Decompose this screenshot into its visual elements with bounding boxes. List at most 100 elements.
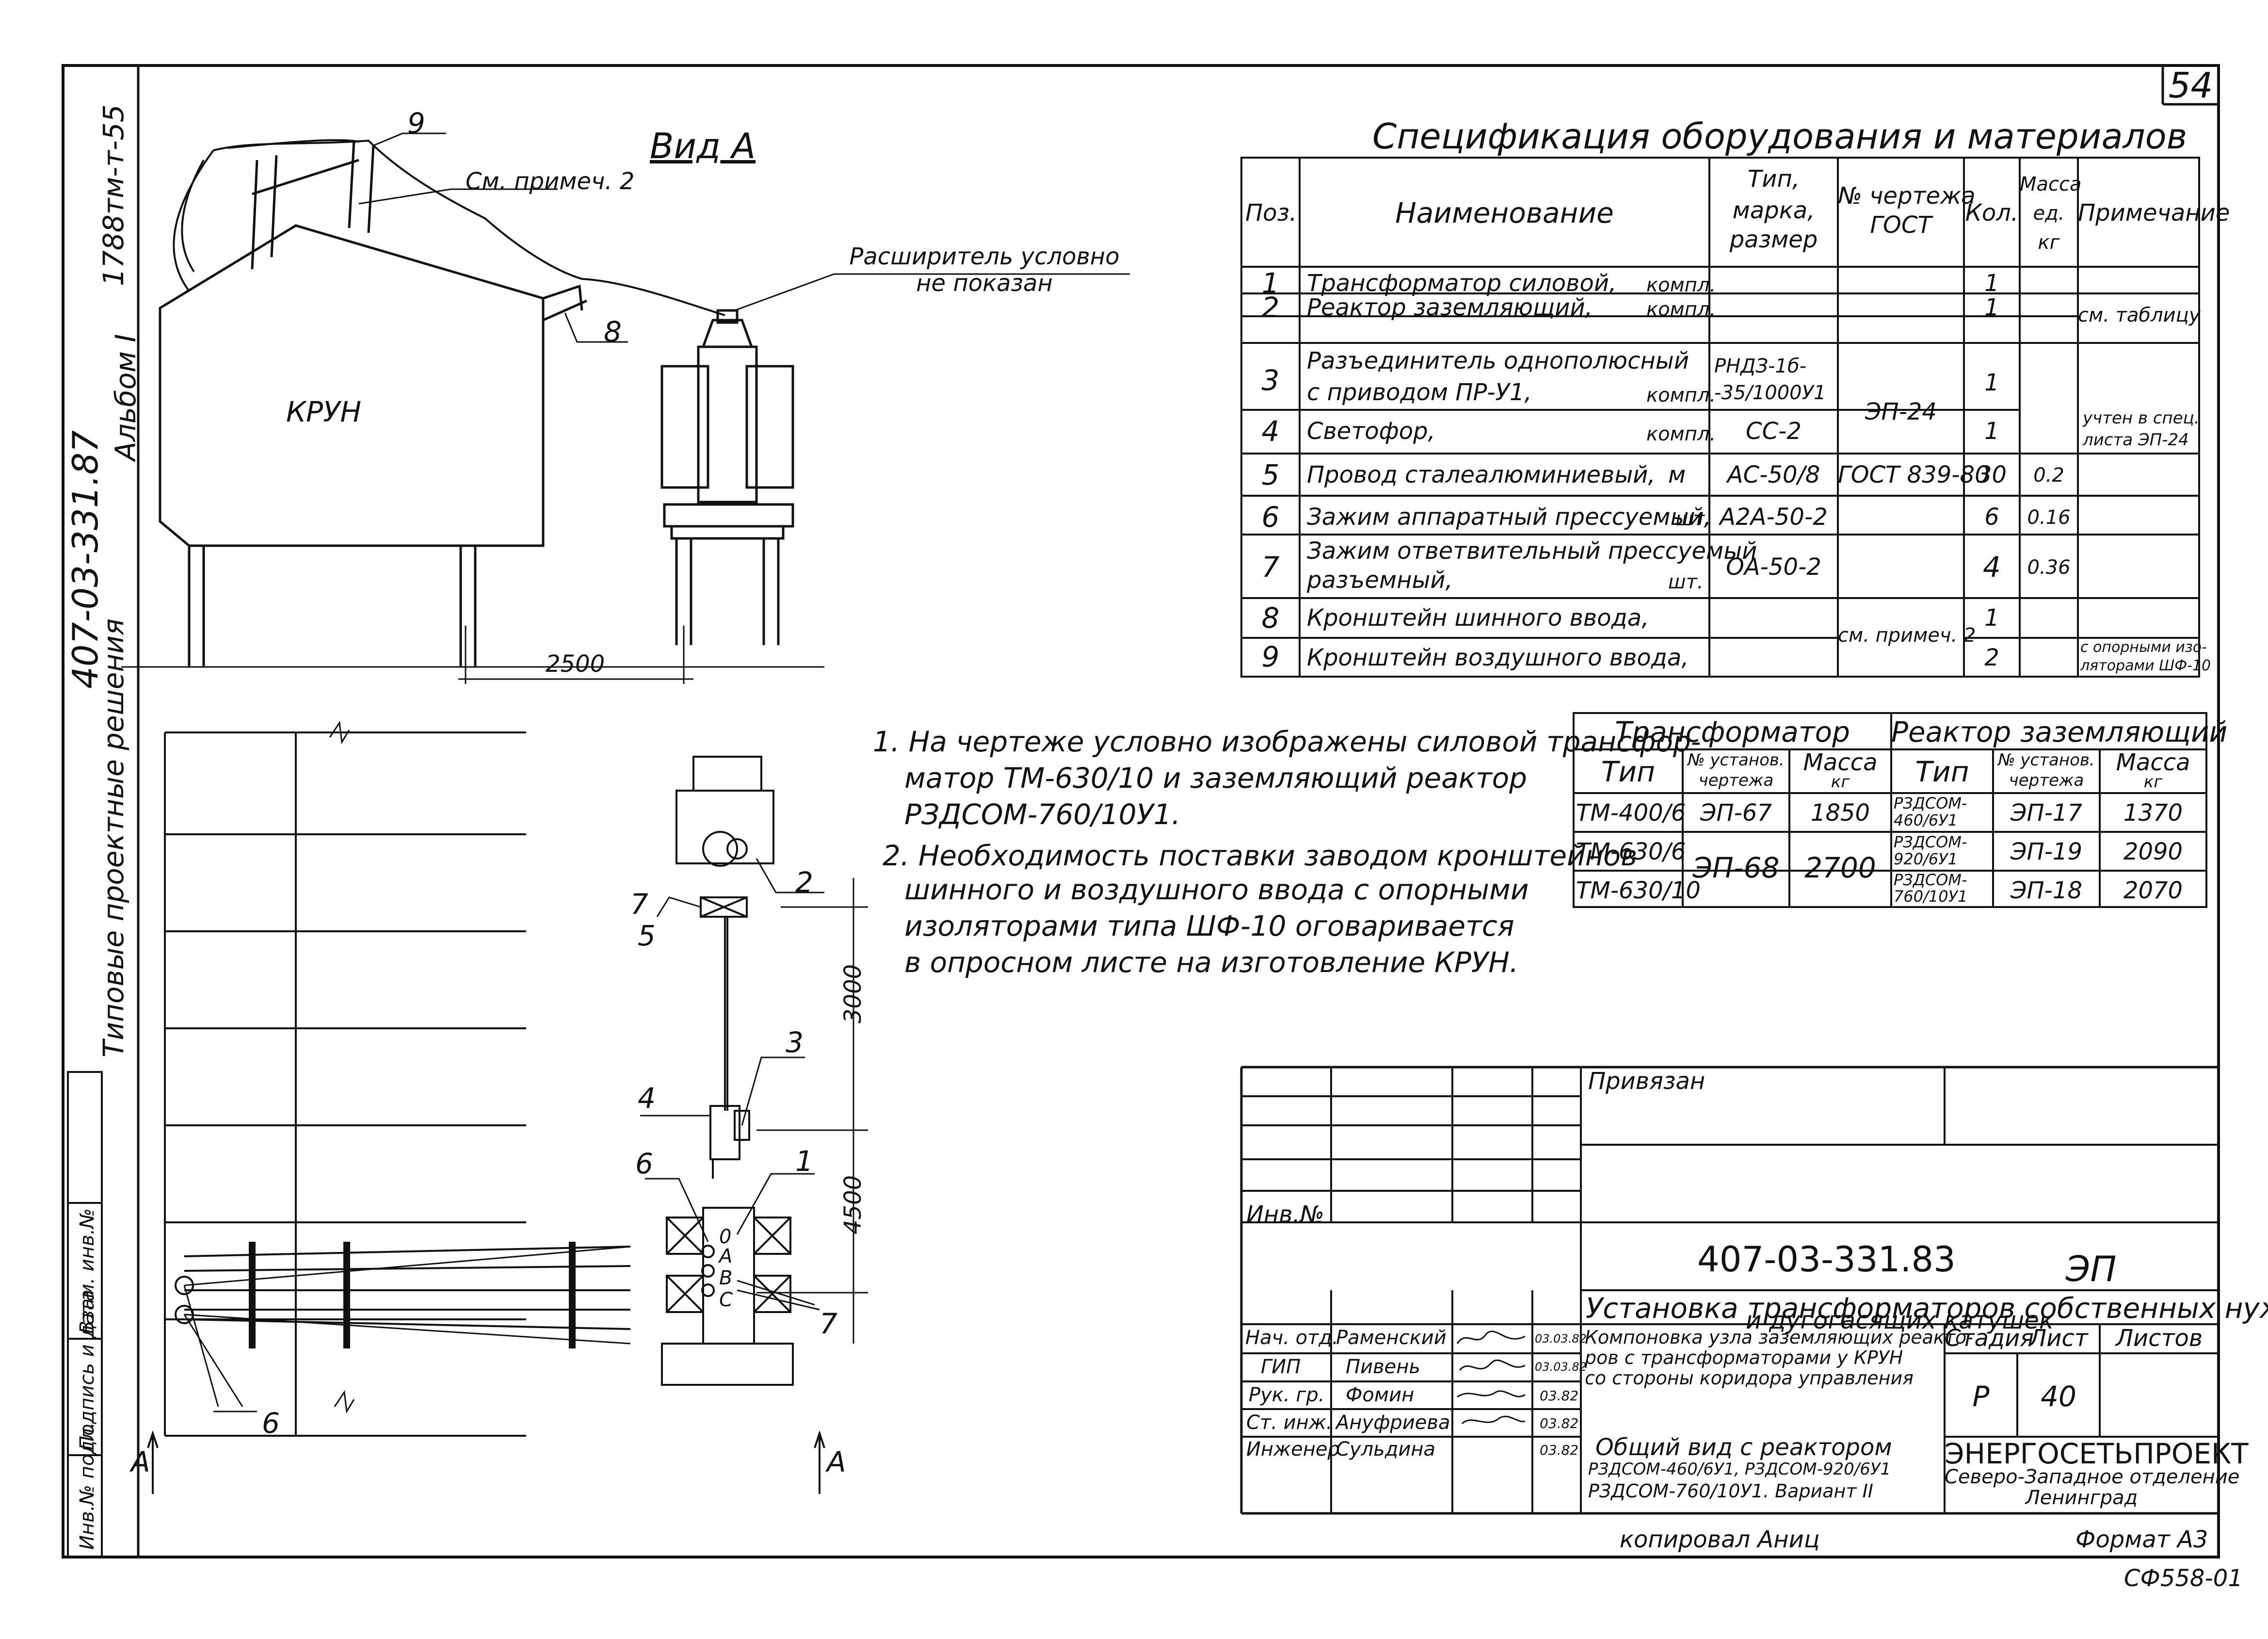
leader-3 (741, 1056, 805, 1126)
spec-name-9: Кронштейн воздушного ввода, (1307, 644, 1689, 671)
spec-name-8: Кронштейн шинного ввода, (1307, 604, 1649, 632)
tb-stage: Р (1972, 1380, 1990, 1413)
callout-8: 8 (604, 315, 622, 348)
tb-name-4: Ануфриева (1336, 1412, 1450, 1434)
spec-type-7: ОА-50-2 (1726, 553, 1821, 581)
tb-role-1: Нач. отд. (1245, 1327, 1338, 1349)
spec-note-1-2: см. таблицу (2078, 304, 2201, 326)
spec-note-3-4a: учтен в спец. (2083, 408, 2200, 428)
spec-unit-7: шт. (1668, 571, 1704, 593)
note-1-line2: матор ТМ-630/10 и заземляющий реактор (904, 762, 1527, 795)
spec-qty-9: 2 (1984, 644, 1999, 671)
tb-sheet-title-2: ров с трансформаторами у КРУН (1585, 1347, 1903, 1368)
spec-pos-3: 3 (1261, 364, 1280, 397)
leader-8 (564, 312, 628, 343)
tb-mark: ЭП (2066, 1249, 2117, 1289)
spec-type-3b: -35/1000У1 (1714, 382, 1826, 404)
tb-date-3: 03.82 (1540, 1388, 1579, 1404)
equip-t-drw-1: ЭП-67 (1700, 799, 1772, 827)
spec-mass-6: 0.16 (2027, 506, 2071, 529)
spec-type-6: А2А-50-2 (1720, 503, 1828, 531)
equip-col-drw-t2: чертежа (1698, 771, 1774, 790)
leader-6-top (645, 1178, 709, 1242)
spec-name-7: Зажим ответвительный прессуемый (1307, 537, 1757, 565)
outer-frame (62, 64, 2220, 1558)
tb-name-5: Сульдина (1336, 1438, 1436, 1460)
phase-0: 0 (719, 1226, 732, 1248)
spec-note-9b: ляторами ШФ-10 (2080, 657, 2211, 674)
dim-3000-label: 3000 (839, 964, 867, 1023)
tb-role-4: Ст. инж. (1246, 1412, 1333, 1434)
equip-r-mass-1: 1370 (2123, 799, 2183, 827)
spec-name-6: Зажим аппаратный прессуемый, (1307, 503, 1711, 531)
phase-b: В (719, 1267, 733, 1289)
note-2-line1: 2. Необходимость поставки заводом кроншт… (883, 839, 1638, 872)
spec-unit-6: шт. (1675, 508, 1711, 530)
spec-unit-4: компл. (1646, 423, 1716, 445)
spec-pos-1: 1 (1261, 267, 1280, 300)
equip-react-title: Реактор заземляющий (1891, 715, 2228, 748)
equip-r-mass-3: 2070 (2123, 877, 2183, 904)
note-2-line2: шинного и воздушного ввода с опорными (904, 873, 1529, 906)
copied-by: копировал Аниц (1620, 1526, 1820, 1553)
phase-c: С (719, 1289, 733, 1311)
equip-r-type-3b: 760/10У1 (1894, 887, 1968, 906)
tb-list: 40 (2041, 1380, 2076, 1413)
album-label: Альбом I (109, 334, 142, 461)
spec-unit-2: компл. (1646, 298, 1716, 321)
plan-view (147, 720, 868, 1494)
equip-col-mass-t2: кг (1831, 772, 1850, 792)
spec-type-4: СС-2 (1746, 418, 1802, 445)
section-a-left: А (131, 1445, 150, 1478)
tb-inv-no: Инв.№ (1246, 1201, 1324, 1228)
leader-7a (656, 896, 701, 917)
tb-list-header: Лист (2029, 1325, 2088, 1352)
archive-number: 1788тм-т-55 (97, 104, 130, 286)
spec-h-drw-2: ГОСТ (1870, 211, 1932, 239)
kryn-label: КРУН (286, 395, 362, 428)
transformer-plan (661, 1207, 794, 1386)
spec-pos-4: 4 (1261, 415, 1280, 448)
spec-name-3b: с приводом ПР-У1, (1307, 379, 1532, 406)
callout-5: 5 (638, 919, 656, 952)
callout-2: 2 (795, 866, 813, 899)
note-2-line4: в опросном листе на изготовление КРУН. (904, 946, 1519, 979)
equip-trans-title: Трансформатор (1615, 715, 1850, 748)
equip-r-type-2a: РЗДСОМ- (1894, 833, 1967, 851)
tb-role-2: ГИП (1261, 1356, 1301, 1378)
stamp-vzam-inv: Взам. инв.№ (76, 1208, 98, 1334)
callout-7-bottom: 7 (820, 1307, 837, 1340)
spec-drw-8-9: см. примеч. 2 (1838, 624, 1976, 647)
equip-t-type-2: ТМ-630/6 (1576, 838, 1686, 865)
spec-pos-5: 5 (1261, 458, 1280, 491)
tb-privyazan: Привязан (1588, 1068, 1705, 1095)
spec-name-1: Трансформатор силовой, (1307, 270, 1617, 297)
tb-sheet-title-3: со стороны коридора управления (1585, 1367, 1914, 1389)
equip-col-type-r: Тип (1915, 755, 1969, 788)
spec-pos-7: 7 (1261, 551, 1280, 584)
spec-qty-1: 1 (1984, 270, 1999, 297)
spec-name-4: Светофор, (1307, 418, 1435, 445)
spec-qty-8: 1 (1984, 604, 1999, 632)
equip-r-drw-3: ЭП-18 (2010, 877, 2082, 904)
spec-pos-9: 9 (1261, 640, 1280, 673)
dim-4500-label: 4500 (839, 1175, 867, 1234)
callout-6-bottom: 6 (262, 1407, 280, 1440)
tb-name-2: Пивень (1346, 1356, 1420, 1378)
leader-7b (737, 1280, 820, 1311)
equip-col-drw-t1: № установ. (1688, 750, 1785, 770)
spec-qty-5: 30 (1977, 461, 2007, 488)
bus-bracket (542, 284, 588, 322)
dim-vertical (756, 878, 868, 1344)
equip-t-type-3: ТМ-630/10 (1576, 877, 1701, 904)
spec-gost-5: ГОСТ 839-80 (1838, 461, 1990, 488)
transformer-elevation (660, 309, 794, 645)
spec-note-3-4b: листа ЭП-24 (2083, 430, 2189, 450)
equip-t-type-1: ТМ-400/6 (1576, 799, 1686, 827)
tb-drawing-title-2: РЗДСОМ-460/6У1, РЗДСОМ-920/6У1 (1588, 1460, 1891, 1479)
equip-r-drw-1: ЭП-17 (2010, 799, 2082, 827)
note-1-line1: 1. На чертеже условно изображены силовой… (873, 725, 1701, 758)
callout-4: 4 (638, 1082, 656, 1115)
spec-note-9a: с опорными изо- (2080, 639, 2207, 656)
view-title: Вид А (650, 126, 756, 166)
